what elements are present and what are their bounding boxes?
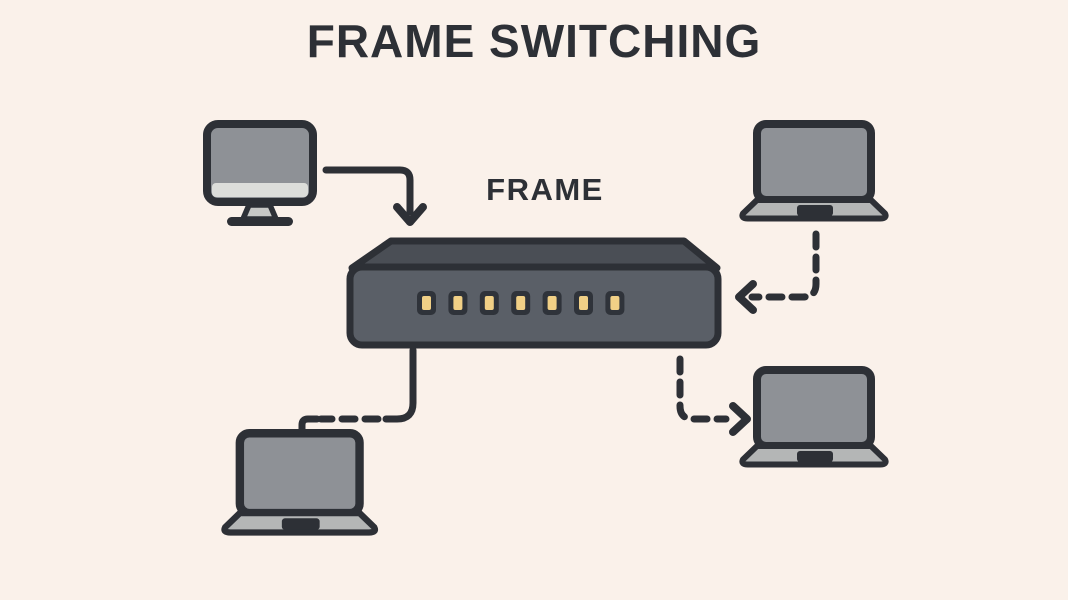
switch-port (479, 291, 499, 315)
switch-port (511, 291, 531, 315)
arrow-switch-to-laptop-bottom-right (676, 355, 751, 436)
arrow-laptop-top-right-to-switch (735, 230, 820, 314)
switch-top-face (348, 237, 721, 272)
laptop-icon-bottom-left (224, 433, 374, 532)
desktop-computer-icon (203, 120, 317, 226)
arrow-desktop-to-switch (322, 166, 427, 226)
switch-front-face (346, 263, 722, 349)
arrowhead-right-icon (729, 402, 751, 436)
switch-port (448, 291, 468, 315)
arrowhead-down-icon (393, 203, 427, 226)
laptop-icon-top-right (742, 124, 885, 219)
monitor-screen (203, 120, 317, 206)
switch-ports (417, 291, 625, 315)
monitor-stand (240, 202, 279, 222)
arrowhead-left-icon (735, 280, 757, 314)
monitor-strip (212, 183, 308, 197)
diagram-title: FRAME SWITCHING (306, 15, 762, 67)
switch-port (417, 291, 436, 315)
switch-port (574, 291, 593, 315)
frame-label: FRAME (486, 172, 604, 207)
monitor-base (227, 217, 293, 226)
link-switch-to-laptop-bottom-left (298, 346, 417, 441)
network-switch-icon (346, 237, 722, 349)
switch-port (605, 291, 625, 315)
laptop-icon-bottom-right (742, 370, 885, 465)
switch-port (542, 291, 562, 315)
